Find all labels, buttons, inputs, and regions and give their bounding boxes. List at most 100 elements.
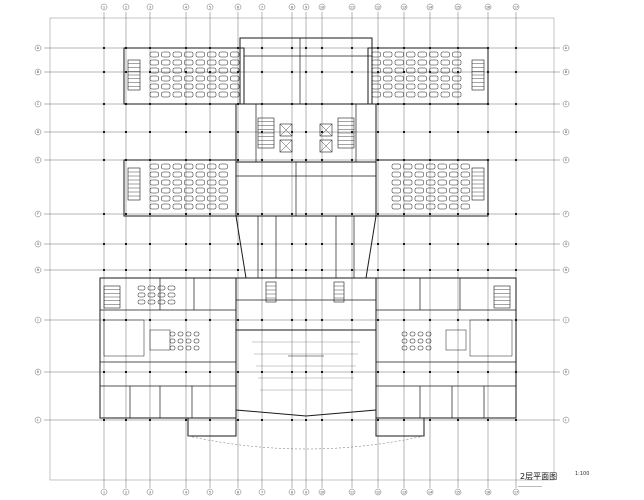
desk [403, 203, 413, 210]
structural-column [377, 371, 379, 373]
axis-bubble-top [182, 3, 190, 11]
desk [417, 59, 427, 66]
desk [437, 179, 447, 186]
structural-column [125, 71, 127, 73]
structural-column [515, 419, 517, 421]
desk [429, 83, 439, 90]
desk [460, 163, 470, 170]
axis-label-right: K [565, 370, 568, 374]
structural-column [403, 319, 405, 321]
structural-column [209, 419, 211, 421]
desk [195, 187, 205, 194]
desk [207, 67, 217, 74]
desk [383, 75, 393, 82]
desk [440, 51, 450, 58]
axis-label-bottom: 3 [149, 491, 151, 495]
stair [265, 281, 277, 303]
desk [195, 75, 205, 82]
structural-column [429, 131, 431, 133]
stair [333, 281, 345, 303]
structural-column [209, 213, 211, 215]
desk [414, 179, 424, 186]
structural-column [457, 159, 459, 161]
desk [403, 171, 413, 178]
desk [149, 163, 159, 170]
desk [137, 292, 146, 298]
structural-column [209, 371, 211, 373]
structural-column [515, 159, 517, 161]
axis-label-top: 8 [291, 6, 293, 10]
structural-column [377, 213, 379, 215]
axis-label-bottom: 13 [402, 491, 406, 495]
structural-column [351, 159, 353, 161]
desk [437, 187, 447, 194]
desk [391, 171, 401, 178]
structural-column [103, 213, 105, 215]
structural-column [487, 319, 489, 321]
desk [429, 91, 439, 98]
structural-column [403, 269, 405, 271]
axis-label-left: C [37, 102, 40, 106]
structural-column [125, 47, 127, 49]
structural-column [515, 213, 517, 215]
structural-column [457, 269, 459, 271]
desk [426, 187, 436, 194]
axis-bubble-bottom [454, 488, 462, 496]
axis-bubble-top [206, 3, 214, 11]
axis-label-right: L [565, 418, 567, 422]
structural-column [237, 213, 239, 215]
structural-column [261, 103, 263, 105]
desk [184, 51, 194, 58]
desk [460, 203, 470, 210]
structural-column [185, 269, 187, 271]
dimension-frame [49, 17, 555, 481]
desk [193, 338, 200, 344]
structural-column [291, 131, 293, 133]
desk [452, 91, 462, 98]
desk [218, 195, 228, 202]
axis-label-top: 11 [350, 6, 354, 10]
structural-column [237, 243, 239, 245]
structural-column [149, 243, 151, 245]
axis-label-left: K [37, 370, 40, 374]
desk [371, 75, 381, 82]
desk [172, 203, 182, 210]
desk [394, 83, 404, 90]
desk [184, 203, 194, 210]
desk [149, 203, 159, 210]
structural-column [185, 47, 187, 49]
desk [218, 163, 228, 170]
structural-column [487, 103, 489, 105]
desk [406, 67, 416, 74]
structural-column [457, 319, 459, 321]
structural-column [185, 131, 187, 133]
structural-column [125, 419, 127, 421]
desk [157, 285, 166, 291]
structural-column [351, 419, 353, 421]
structural-column [209, 131, 211, 133]
structural-column [149, 71, 151, 73]
structural-column [149, 213, 151, 215]
axis-label-right: F [565, 212, 567, 216]
structural-column [185, 71, 187, 73]
axis-bubble-top [318, 3, 326, 11]
desk [452, 59, 462, 66]
desk [185, 345, 192, 351]
structural-column [291, 47, 293, 49]
axis-bubble-left [34, 416, 42, 424]
structural-column [321, 159, 323, 161]
axis-bubble-right [562, 240, 570, 248]
axis-bubble-bottom [348, 488, 356, 496]
structural-column [305, 159, 307, 161]
axis-label-bottom: 8 [291, 491, 293, 495]
service-room [149, 329, 171, 351]
structural-column [487, 131, 489, 133]
desk [172, 171, 182, 178]
axis-bubble-bottom [258, 488, 266, 496]
axis-label-top: 16 [486, 6, 490, 10]
axis-bubble-right [562, 68, 570, 76]
axis-bubble-bottom [122, 488, 130, 496]
desk [172, 67, 182, 74]
desk [172, 51, 182, 58]
axis-bubble-bottom [146, 488, 154, 496]
